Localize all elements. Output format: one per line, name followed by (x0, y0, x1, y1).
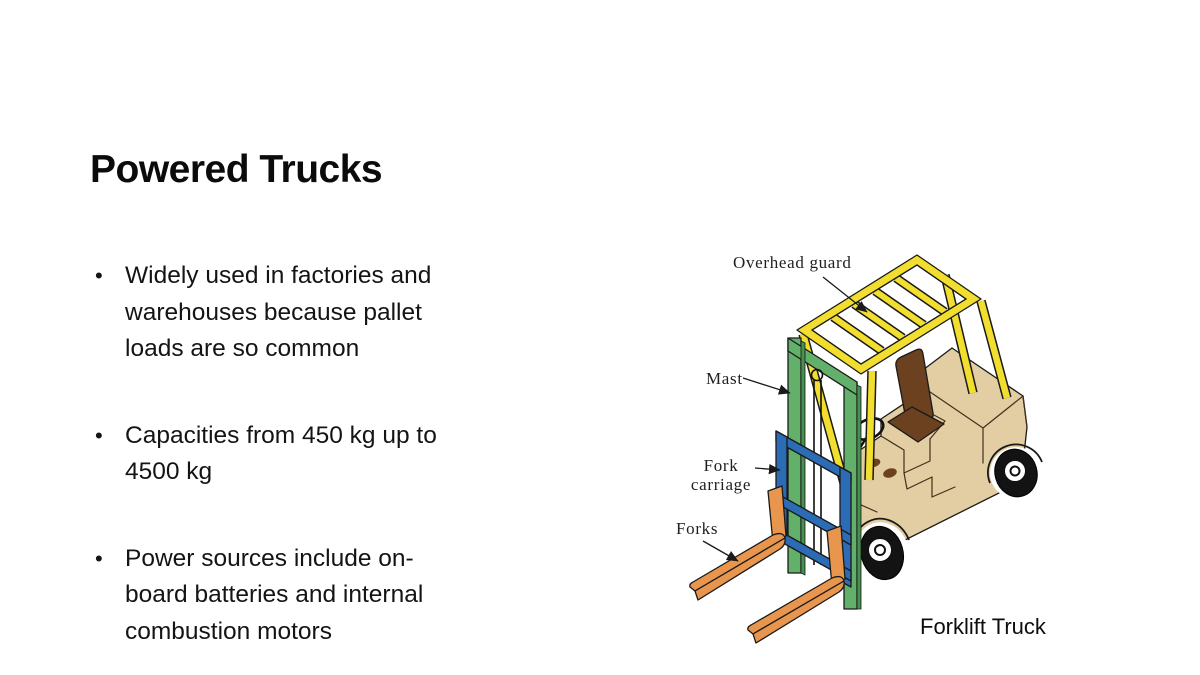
bullet-marker: • (95, 545, 103, 571)
fork-carriage-arrow (754, 463, 781, 475)
bullet-text-line: Power sources include on- (125, 544, 414, 572)
diagram-caption: Forklift Truck (920, 614, 1046, 639)
fork-carriage-label-line1: Fork (704, 456, 739, 475)
mast-label: Mast (706, 369, 743, 388)
bullet-marker: • (95, 263, 103, 288)
bullet-text-line: loads are so common (125, 335, 360, 362)
bullet-text-line: Capacities from 450 kg up to (125, 421, 437, 449)
bullet-text-line: combustion motors (125, 617, 332, 645)
bullet-marker: • (95, 422, 103, 448)
rear-wheel (987, 443, 1043, 499)
mast-arrow (742, 377, 791, 395)
bullet-text-line: 4500 kg (125, 458, 213, 485)
bullet-text-line: Widely used in factories and (125, 262, 432, 289)
label-arrows (702, 276, 868, 562)
forklift-diagram: Overhead guard Mast Fork carriage Forks (645, 235, 1165, 645)
forks (689, 485, 846, 644)
fork-carriage-label-line2: carriage (691, 475, 751, 494)
bullet-list: • Widely used in factories and warehouse… (93, 258, 553, 675)
forklift-illustration: Overhead guard Mast Fork carriage Forks (676, 253, 1043, 644)
overhead-guard-roof (796, 254, 982, 375)
forks-label: Forks (676, 519, 718, 538)
bullet-item: • Widely used in factories and warehouse… (93, 258, 553, 368)
front-wheel (851, 517, 910, 584)
bullet-text-line: board batteries and internal (125, 581, 424, 608)
forks-arrow (702, 540, 739, 562)
bullet-text-line: warehouses because pallet (125, 298, 422, 326)
driver-seat (887, 348, 945, 443)
overhead-guard-label: Overhead guard (733, 253, 852, 272)
overhead-guard-arrow (822, 276, 868, 313)
bullet-item: • Capacities from 450 kg up to 4500 kg (93, 418, 553, 491)
lift-chains (810, 368, 824, 565)
bullet-item: • Power sources include on- board batter… (93, 541, 553, 651)
slide-title: Powered Trucks (90, 148, 383, 191)
